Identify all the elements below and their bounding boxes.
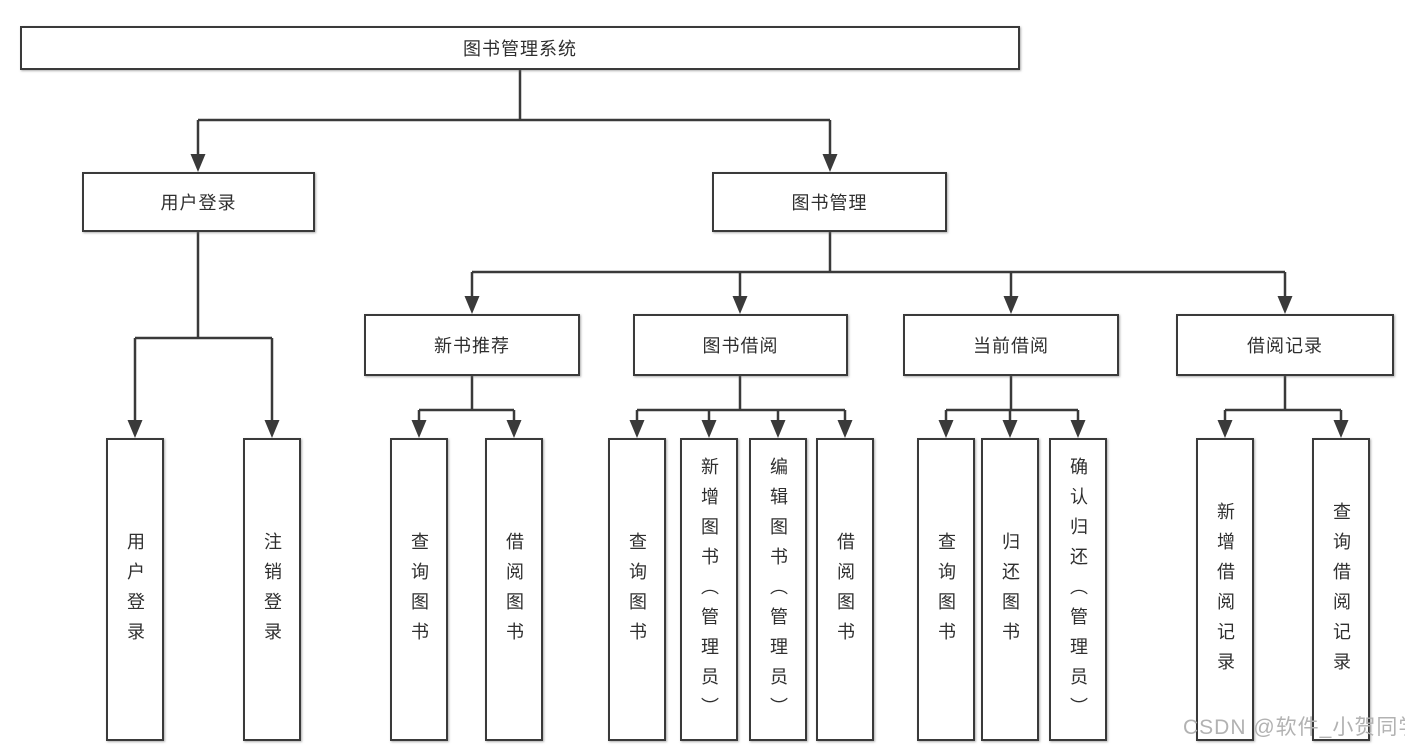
node-book-management: 图书管理 bbox=[712, 172, 947, 232]
node-book-borrowing: 图书借阅 bbox=[633, 314, 848, 376]
arrowhead-icon bbox=[506, 420, 522, 438]
arrowhead-icon bbox=[732, 296, 748, 314]
arrowhead-icon bbox=[1277, 296, 1293, 314]
leaf-return-books: 归还图书 bbox=[981, 438, 1039, 741]
node-new-book-recommendation: 新书推荐 bbox=[364, 314, 580, 376]
arrowhead-icon bbox=[127, 420, 143, 438]
leaf-edit-books-admin: 编辑图书（管理员） bbox=[749, 438, 807, 741]
edge-login-to-leaves bbox=[133, 232, 274, 422]
arrowhead-icon bbox=[837, 420, 853, 438]
leaf-add-borrow-record: 新增借阅记录 bbox=[1196, 438, 1254, 741]
arrowhead-icon bbox=[190, 154, 206, 172]
arrowhead-icon bbox=[822, 154, 838, 172]
arrowhead-icon bbox=[264, 420, 280, 438]
edge-root-to-level1 bbox=[196, 70, 832, 156]
leaf-borrow-books-1: 借阅图书 bbox=[485, 438, 543, 741]
leaf-query-books-2: 查询图书 bbox=[608, 438, 666, 741]
csdn-watermark: CSDN @软件_小贺同学 bbox=[1183, 716, 1405, 739]
arrowhead-icon bbox=[1217, 420, 1233, 438]
edge-group2-to-leaves bbox=[635, 376, 847, 422]
node-borrowing-records: 借阅记录 bbox=[1176, 314, 1394, 376]
edge-group4-to-leaves bbox=[1223, 376, 1343, 422]
arrowheads bbox=[127, 154, 1349, 438]
leaf-add-books-admin: 新增图书（管理员） bbox=[680, 438, 738, 741]
arrowhead-icon bbox=[629, 420, 645, 438]
leaf-borrow-books-2: 借阅图书 bbox=[816, 438, 874, 741]
leaf-query-books-1: 查询图书 bbox=[390, 438, 448, 741]
edge-management-to-groups bbox=[470, 232, 1287, 298]
arrowhead-icon bbox=[1333, 420, 1349, 438]
arrowhead-icon bbox=[411, 420, 427, 438]
node-current-borrowing: 当前借阅 bbox=[903, 314, 1119, 376]
node-user-login: 用户登录 bbox=[82, 172, 315, 232]
arrowhead-icon bbox=[1003, 296, 1019, 314]
leaf-query-borrow-record: 查询借阅记录 bbox=[1312, 438, 1370, 741]
leaf-user-login: 用户登录 bbox=[106, 438, 164, 741]
arrowhead-icon bbox=[701, 420, 717, 438]
arrowhead-icon bbox=[1070, 420, 1086, 438]
edge-group3-to-leaves bbox=[944, 376, 1080, 422]
arrowhead-icon bbox=[464, 296, 480, 314]
arrowhead-icon bbox=[1002, 420, 1018, 438]
node-library-management-system: 图书管理系统 bbox=[20, 26, 1020, 70]
edge-group1-to-leaves bbox=[417, 376, 516, 422]
tree-edges bbox=[133, 70, 1343, 422]
arrowhead-icon bbox=[938, 420, 954, 438]
leaf-confirm-return-admin: 确认归还（管理员） bbox=[1049, 438, 1107, 741]
leaf-logout: 注销登录 bbox=[243, 438, 301, 741]
arrowhead-icon bbox=[770, 420, 786, 438]
leaf-query-books-3: 查询图书 bbox=[917, 438, 975, 741]
